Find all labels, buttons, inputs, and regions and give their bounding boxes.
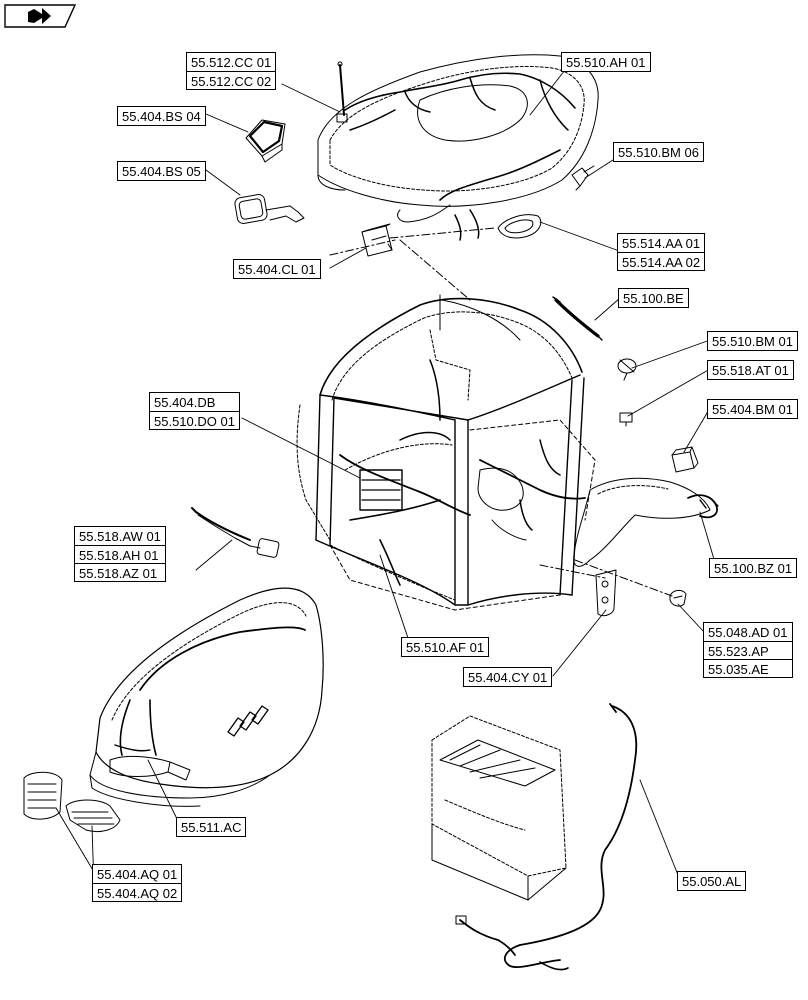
- ref-label-55-510-ah[interactable]: 55.510.AH 01: [561, 52, 651, 72]
- ref-text: 55.510.AF 01: [406, 640, 485, 655]
- ref-label-55-404-cl[interactable]: 55.404.CL 01: [233, 259, 321, 279]
- socket-048ad: [669, 589, 687, 607]
- dome-lamp-514aa: [497, 214, 542, 239]
- ref-text: 55.404.AQ 01: [97, 867, 178, 882]
- ref-text: 55.518.AZ 01: [75, 563, 165, 581]
- ref-text: 55.100.BZ 01: [714, 561, 793, 576]
- ref-text: 55.404.BS 05: [122, 164, 201, 179]
- beacon-cl01: [361, 223, 393, 257]
- sensor-at01: [619, 412, 633, 427]
- ref-label-55-510-bm01[interactable]: 55.510.BM 01: [707, 331, 798, 351]
- ref-label-55-404-cy[interactable]: 55.404.CY 01: [463, 667, 553, 687]
- connector-bm06: [571, 165, 595, 191]
- ref-label-55-050-al[interactable]: 55.050.AL: [677, 871, 747, 891]
- roof-assembly: [317, 54, 599, 241]
- leader-lines: [55, 69, 717, 889]
- ref-label-55-048-ad[interactable]: 55.048.AD 01 55.523.AP 55.035.AE: [703, 622, 793, 678]
- ref-text: 55.035.AE: [704, 659, 792, 677]
- ref-label-55-404-bs04[interactable]: 55.404.BS 04: [117, 106, 206, 126]
- ref-text: 55.050.AL: [682, 874, 742, 889]
- ref-label-55-404-db[interactable]: 55.404.DB 55.510.DO 01: [149, 392, 240, 430]
- ref-text: 55.404.BM 01: [712, 402, 793, 417]
- ref-text: 55.510.AH 01: [566, 55, 646, 70]
- work-lamp-bs05: [234, 194, 305, 224]
- ref-text: 55.404.CL 01: [238, 262, 316, 277]
- ref-text: 55.511.AC: [181, 820, 242, 835]
- ref-text: 55.518.AW 01: [79, 529, 161, 544]
- ref-label-55-404-bs05[interactable]: 55.404.BS 05: [117, 161, 206, 181]
- ref-text: 55.510.BM 01: [712, 334, 793, 349]
- harness-050al: [455, 703, 638, 971]
- ref-label-55-404-bm[interactable]: 55.404.BM 01: [707, 399, 798, 419]
- ref-text: 55.510.BM 06: [618, 145, 699, 160]
- ref-label-55-511-ac[interactable]: 55.511.AC: [176, 817, 247, 837]
- side-lamp-aq01: [23, 771, 63, 820]
- ref-label-55-518-at[interactable]: 55.518.AT 01: [707, 360, 794, 380]
- ref-label-55-512-cc[interactable]: 55.512.CC 01 55.512.CC 02: [186, 52, 277, 90]
- ref-text: 55.048.AD 01: [708, 625, 788, 640]
- ref-text: 55.404.CY 01: [468, 670, 548, 685]
- ref-text: 55.404.DB: [154, 395, 216, 410]
- ref-text: 55.514.AA 01: [622, 236, 701, 251]
- switch-bm01: [617, 358, 637, 381]
- hvac-unit: [431, 715, 567, 901]
- hood-assembly: [89, 587, 324, 807]
- ref-text: 55.510.DO 01: [150, 411, 239, 429]
- ref-label-55-100-be[interactable]: 55.100.BE: [618, 288, 689, 308]
- cab-frame: [296, 294, 596, 611]
- ref-label-55-100-bz[interactable]: 55.100.BZ 01: [709, 558, 798, 578]
- side-lamp-aq02: [65, 799, 121, 833]
- ref-text: 55.512.CC 02: [187, 71, 276, 89]
- work-lamp-bs04: [245, 119, 286, 163]
- ref-label-55-514-aa[interactable]: 55.514.AA 01 55.514.AA 02: [617, 233, 706, 271]
- fender: [573, 477, 719, 567]
- ref-text: 55.518.AH 01: [75, 545, 165, 563]
- ref-text: 55.523.AP: [704, 641, 792, 659]
- ref-text: 55.518.AT 01: [712, 363, 789, 378]
- ref-label-55-510-bm06[interactable]: 55.510.BM 06: [613, 142, 704, 162]
- bracket-cy01: [595, 569, 617, 617]
- ref-text: 55.404.AQ 02: [93, 883, 182, 901]
- ground-strap-100be: [552, 296, 603, 341]
- next-page-arrow-icon: [28, 8, 51, 24]
- ref-text: 55.100.BE: [623, 291, 684, 306]
- ref-text: 55.404.BS 04: [122, 109, 201, 124]
- ref-label-55-510-af[interactable]: 55.510.AF 01: [401, 637, 490, 657]
- ref-text: 55.514.AA 02: [618, 252, 705, 270]
- ref-label-55-404-aq[interactable]: 55.404.AQ 01 55.404.AQ 02: [92, 864, 183, 902]
- ref-label-55-518-aw[interactable]: 55.518.AW 01 55.518.AH 01 55.518.AZ 01: [74, 526, 166, 582]
- next-page-button[interactable]: [4, 4, 77, 28]
- lamp-bm01: [671, 446, 699, 473]
- cable-518aw: [191, 507, 280, 558]
- ref-text: 55.512.CC 01: [191, 55, 272, 70]
